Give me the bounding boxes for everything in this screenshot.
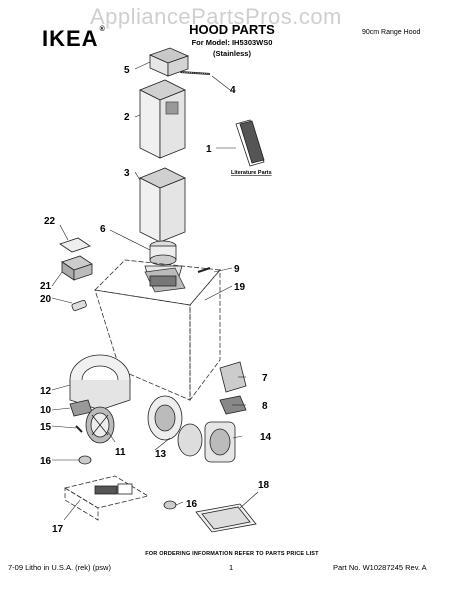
part-7-control-switch (219, 361, 247, 393)
part-4-screw (179, 71, 211, 75)
callout-14: 14 (260, 432, 272, 443)
part-15-screw (75, 425, 83, 433)
callout-7: 7 (262, 373, 268, 384)
part-17-electrical-box (63, 475, 150, 521)
callout-11: 11 (115, 447, 126, 458)
registered-mark: ® (99, 26, 106, 33)
model-line: For Model: IH5303WS0 (191, 38, 273, 47)
part-16-nut-left (78, 455, 92, 465)
callout-12: 12 (40, 386, 52, 397)
callout-10: 10 (40, 405, 52, 416)
watermark: AppliancePartsPros.com (90, 4, 342, 29)
brand-logo: IKEA® (42, 26, 106, 52)
callout-3: 3 (124, 168, 130, 179)
callout-16-right: 16 (186, 499, 198, 510)
part-22-plate (59, 237, 91, 253)
callout-16-left: 16 (40, 456, 52, 467)
part-19-hood-body (94, 259, 221, 402)
part-13-motor (147, 395, 183, 441)
footer-page-number: 1 (229, 563, 234, 572)
part-11-blower-wheel (85, 406, 115, 444)
callout-9: 9 (234, 264, 240, 275)
callout-17: 17 (52, 524, 64, 535)
callout-numbers: 5 4 2 1 3 6 9 19 22 21 20 12 10 15 16 11… (40, 65, 272, 535)
footer-litho: 7-09 Litho in U.S.A. (rek) (psw) (8, 563, 111, 572)
part-21-bracket (61, 255, 93, 281)
callout-15: 15 (40, 422, 52, 433)
callout-21: 21 (40, 281, 52, 292)
ordering-note: FOR ORDERING INFORMATION REFER TO PARTS … (145, 551, 319, 557)
callout-22: 22 (44, 216, 56, 227)
callout-2: 2 (124, 112, 130, 123)
part-9-screw (197, 267, 211, 273)
leader-lines (51, 61, 259, 521)
part-5-top-cap (148, 47, 190, 77)
callout-6: 6 (100, 224, 106, 235)
part-14-fan-guard (177, 421, 236, 463)
footer-part-number: Part No. W10287245 Rev. A (333, 563, 427, 572)
part-18-grease-filter (195, 503, 257, 533)
callout-4: 4 (230, 85, 236, 96)
callout-13: 13 (155, 449, 167, 460)
brand-name: IKEA (42, 26, 99, 51)
callout-19: 19 (234, 282, 246, 293)
part-2-upper-chimney (139, 79, 186, 159)
callout-18: 18 (258, 480, 270, 491)
part-16-nut-right (163, 500, 177, 510)
part-20-spacer (71, 299, 87, 311)
callout-5: 5 (124, 65, 130, 76)
callout-8: 8 (262, 401, 268, 412)
part-1-literature-booklet (235, 119, 265, 167)
literature-parts-label: Literature Parts (231, 170, 272, 176)
callout-1: 1 (206, 144, 212, 155)
finish-line: (Stainless) (213, 49, 251, 58)
hood-size-note: 90cm Range Hood (362, 29, 421, 36)
callout-20: 20 (40, 294, 52, 305)
page-title: HOOD PARTS (189, 22, 275, 37)
part-3-lower-chimney (139, 167, 186, 243)
